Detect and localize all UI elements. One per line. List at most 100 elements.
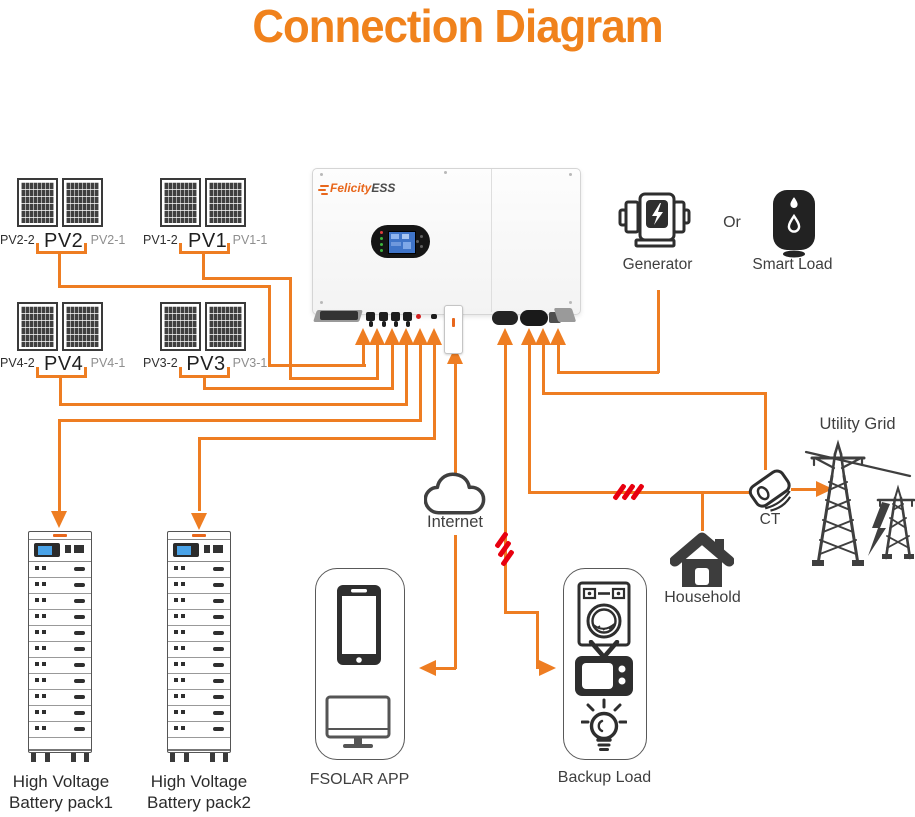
rack-base-rail — [29, 749, 91, 751]
solar-panel-cells — [209, 182, 242, 223]
module-indicator — [35, 662, 39, 666]
mc4-connector-stem — [406, 321, 410, 327]
wire-segment — [36, 375, 87, 378]
solar-panel-icon — [205, 178, 246, 227]
module-indicator — [35, 710, 39, 714]
module-handle — [213, 567, 224, 571]
battery-pack1-line2: Battery pack1 — [9, 792, 113, 812]
inverter-seam — [491, 169, 492, 312]
pv4-2-label: PV4-2 — [0, 356, 35, 370]
brand-text-felicity: Felicity — [330, 181, 372, 195]
rack-port — [204, 545, 210, 553]
module-indicator — [181, 646, 185, 650]
solar-panel-cells — [209, 306, 242, 347]
ac-connector-icon — [492, 311, 518, 325]
rack-top-strip — [29, 532, 91, 540]
screw-dot — [320, 173, 323, 176]
battery-module — [29, 705, 91, 722]
brand-swoosh — [320, 185, 329, 187]
or-label: Or — [723, 214, 741, 231]
module-indicator — [181, 566, 185, 570]
brand-swoosh — [321, 193, 328, 195]
rack-foot — [210, 753, 215, 762]
module-handle — [74, 679, 85, 683]
flow-arrow-up — [497, 328, 513, 345]
wire-segment — [203, 387, 394, 390]
fsolar-app-label: FSOLAR APP — [309, 771, 410, 788]
battery-module — [29, 625, 91, 642]
rack-control-module — [29, 540, 91, 562]
wire-segment — [791, 488, 816, 491]
module-indicator — [35, 614, 39, 618]
wire-segment — [36, 367, 39, 378]
module-indicator — [35, 726, 39, 730]
module-handle — [213, 583, 224, 587]
solar-panel-icon — [62, 178, 103, 227]
solar-panel-icon — [160, 302, 201, 351]
battery-module — [168, 625, 230, 642]
module-indicator — [35, 646, 39, 650]
battery-module — [168, 577, 230, 594]
module-handle — [74, 647, 85, 651]
rack-foot — [31, 753, 36, 762]
module-indicator — [174, 598, 178, 602]
wire-segment — [436, 667, 456, 670]
rack-port — [74, 545, 84, 553]
mc4-connector-icon — [379, 312, 388, 321]
battery-module — [29, 657, 91, 674]
flow-arrow-up — [355, 328, 371, 345]
pv1-1-label: PV1-1 — [232, 233, 268, 247]
battery-pack2-label: High Voltage Battery pack2 — [138, 772, 260, 813]
solar-panel-cells — [164, 182, 197, 223]
battery-module — [29, 577, 91, 594]
rack-top-strip — [168, 532, 230, 540]
wire-segment — [203, 378, 206, 390]
battery-module — [168, 609, 230, 626]
wire-segment — [36, 243, 39, 254]
wire-segment — [179, 243, 182, 254]
light-bulb-icon — [581, 698, 627, 754]
small-port — [549, 312, 561, 323]
module-handle — [213, 663, 224, 667]
solar-panel-icon — [160, 178, 201, 227]
rack-foot — [45, 753, 50, 762]
module-indicator — [174, 726, 178, 730]
module-handle — [213, 631, 224, 635]
wire-segment — [289, 277, 292, 380]
pv4-label: PV4 — [44, 353, 84, 375]
tv-icon — [573, 640, 635, 702]
module-indicator — [181, 614, 185, 618]
inverter-led-green — [380, 249, 383, 252]
battery-module — [29, 673, 91, 690]
washing-machine-icon — [577, 581, 631, 647]
battery-module — [29, 721, 91, 738]
wifi-dongle-icon — [444, 305, 463, 354]
flow-arrow-up — [550, 328, 566, 345]
utility-grid-label: Utility Grid — [819, 415, 896, 433]
mc4-connector-stem — [369, 321, 373, 327]
screw-dot — [320, 301, 323, 304]
screw-dot — [569, 173, 572, 176]
wire-segment — [528, 345, 531, 493]
flow-arrow-up — [369, 328, 385, 345]
wire-segment — [542, 392, 767, 395]
battery-module — [29, 641, 91, 658]
wire-segment — [391, 345, 394, 389]
module-handle — [213, 679, 224, 683]
module-indicator — [42, 726, 46, 730]
wire-segment — [557, 371, 659, 374]
rack-brand-mark — [53, 534, 67, 537]
module-indicator — [174, 678, 178, 682]
pv3-2-label: PV3-2 — [143, 356, 178, 370]
module-handle — [74, 583, 85, 587]
brand-swoosh — [318, 189, 326, 191]
pv4-1-label: PV4-1 — [90, 356, 126, 370]
wire-segment — [764, 392, 767, 470]
house-icon — [670, 531, 734, 593]
wire-segment — [227, 243, 230, 254]
rack-control-module — [168, 540, 230, 562]
flow-arrow-up — [412, 328, 428, 345]
module-indicator — [174, 614, 178, 618]
battery-rack-icon — [28, 531, 92, 762]
inverter — [312, 168, 581, 315]
